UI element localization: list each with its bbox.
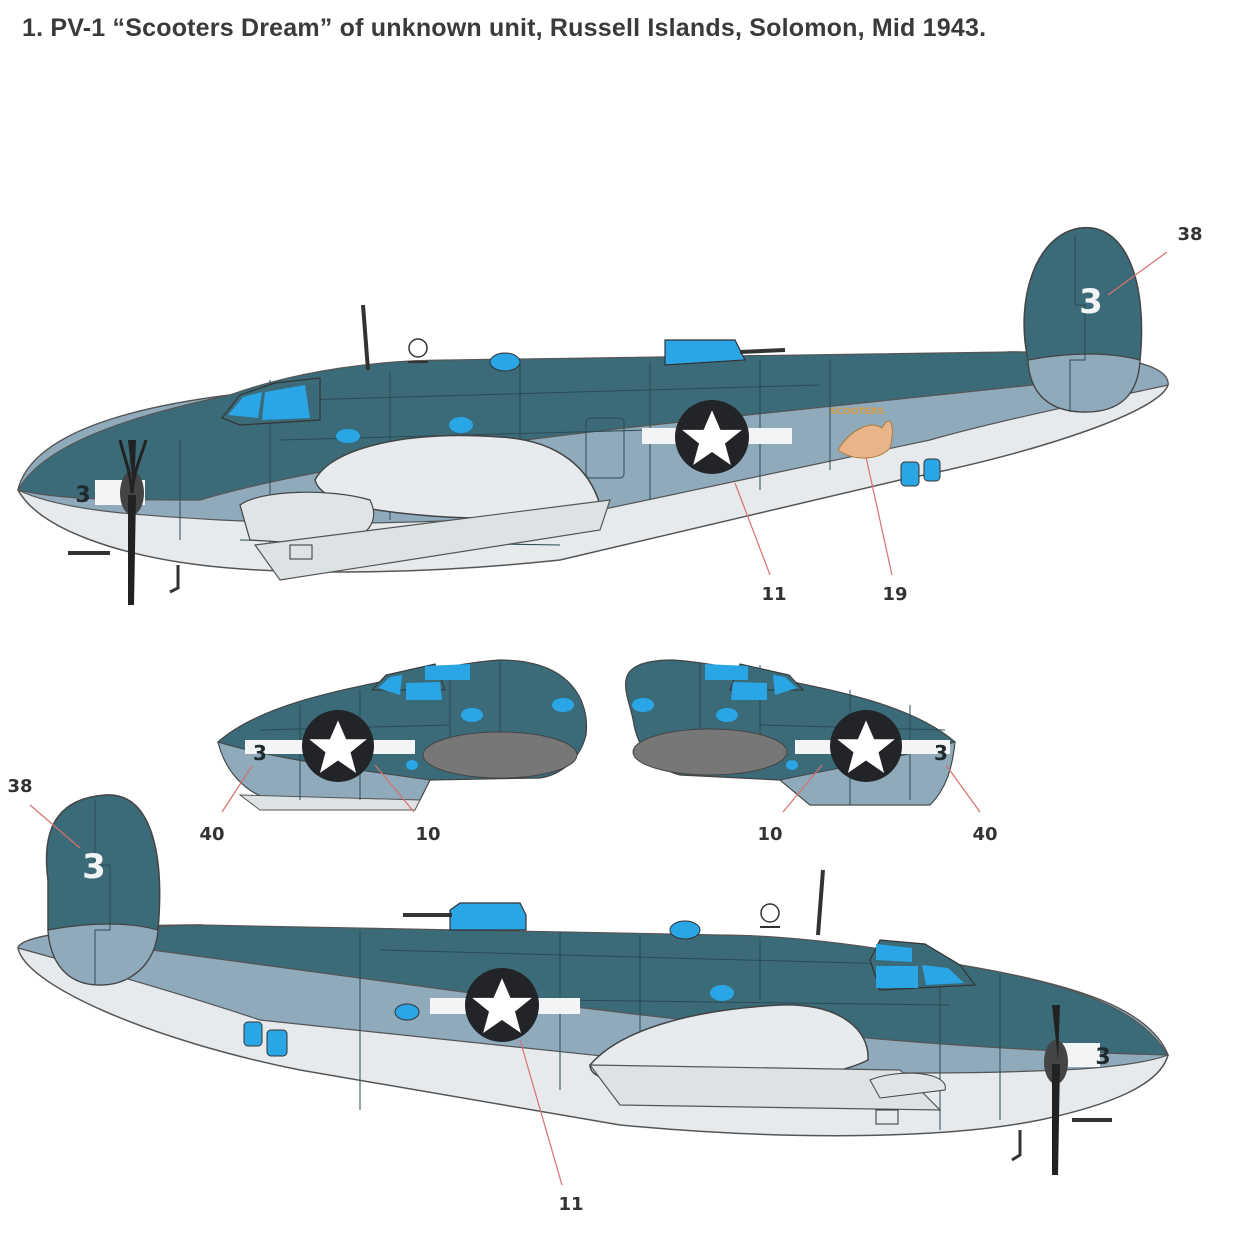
right-nose-number: 3 [934,741,948,765]
callout-bottom-tail: 38 [7,776,32,797]
callout-right-nose-insignia: 10 [757,824,782,845]
callout-top-insignia: 11 [761,584,786,605]
bottom-profile-aircraft: 3 3 [17,794,1170,1175]
callout-right-nose-number: 40 [972,824,997,845]
bottom-tail-number: 3 [82,847,106,887]
page-title: 1. PV-1 “Scooters Dream” of unknown unit… [22,14,987,42]
top-leader-lines [734,251,1168,576]
left-nose-detail: 3 [217,659,588,811]
left-nose-number: 3 [253,741,267,765]
callout-top-tail: 38 [1177,224,1202,245]
callout-top-noseart: 19 [882,584,907,605]
nose-art-text: SCOOTERS [830,407,884,417]
top-national-insignia [642,400,792,474]
bottom-national-insignia [430,968,580,1042]
bottom-nose-number: 3 [1095,1045,1110,1070]
top-profile-aircraft: 3 3 [17,226,1169,605]
top-nose-number: 3 [75,483,90,508]
callout-bottom-insignia: 11 [558,1194,583,1215]
top-tail-number: 3 [1079,282,1103,322]
callout-left-nose-number: 40 [199,824,224,845]
right-nose-detail: 3 [624,659,956,806]
callout-left-nose-insignia: 10 [415,824,440,845]
